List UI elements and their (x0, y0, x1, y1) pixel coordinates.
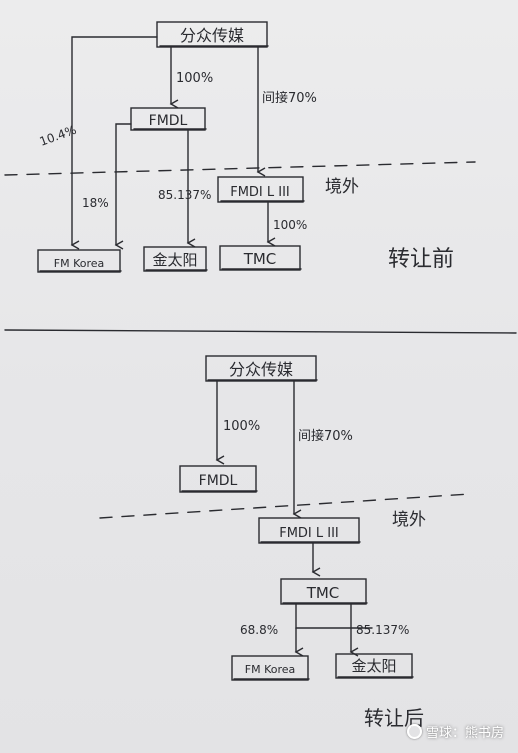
bottom-fmdl-label: FMDL (199, 473, 238, 489)
snowball-logo-icon (406, 724, 422, 739)
top-fmdi-box (217, 176, 304, 203)
top-fmdl-box (130, 107, 206, 131)
watermark-text: 雪球：熊书房 (425, 726, 504, 741)
bottom-indirect-label: 间接70% (298, 428, 353, 444)
top-fmdi-label: FMDI L III (230, 185, 290, 200)
top-parent-label: 分众传媒 (180, 26, 244, 45)
top-fmdl-pct: 100% (176, 71, 213, 86)
bottom-fmdi-label: FMDI L III (279, 526, 339, 541)
top-overseas-boundary (4, 161, 476, 176)
top-fmdl-label: FMDL (149, 113, 188, 129)
bottom-jty-label: 金太阳 (351, 657, 396, 675)
bottom-fmkorea-box (231, 655, 309, 681)
top-fmkorea-box (37, 249, 121, 273)
bottom-jty-pct: 85.137% (356, 623, 409, 637)
bottom-overseas-boundary (99, 493, 471, 519)
top-indirect-label: 间接70% (262, 90, 317, 106)
top-jty-box (143, 246, 207, 272)
bottom-jty-box (335, 653, 413, 679)
bottom-fmdl-box (179, 465, 257, 493)
section-separator (4, 329, 517, 334)
top-note: 转让前 (388, 247, 454, 272)
bottom-tmc-box (280, 578, 367, 605)
bottom-fmdl-pct: 100% (223, 419, 260, 434)
top-tmc-label: TMC (243, 250, 277, 268)
bottom-overseas-label: 境外 (392, 510, 426, 530)
top-arrow-fmdl-fmkorea (114, 123, 132, 250)
top-parent-box (156, 21, 268, 48)
top-jty-label: 金太阳 (152, 251, 197, 269)
bottom-fmdi-box (258, 517, 360, 544)
bottom-parent-box (205, 355, 317, 382)
top-jty-pct: 85.137% (158, 188, 211, 202)
top-overseas-label: 境外 (325, 177, 359, 197)
bottom-parent-label: 分众传媒 (229, 360, 293, 379)
bottom-tmc-label: TMC (306, 584, 340, 602)
top-arrow-parent-fmkorea (70, 36, 158, 250)
top-fmkorea-label: FM Korea (54, 257, 105, 270)
top-tmc-box (219, 245, 301, 271)
top-tmc-pct: 100% (273, 218, 307, 232)
bottom-fmkorea-label: FM Korea (245, 663, 296, 676)
bottom-fmkorea-pct: 68.8% (240, 623, 278, 637)
watermark: 雪球：熊书房 (406, 722, 504, 741)
top-fmkorea-pct: 18% (82, 196, 109, 210)
